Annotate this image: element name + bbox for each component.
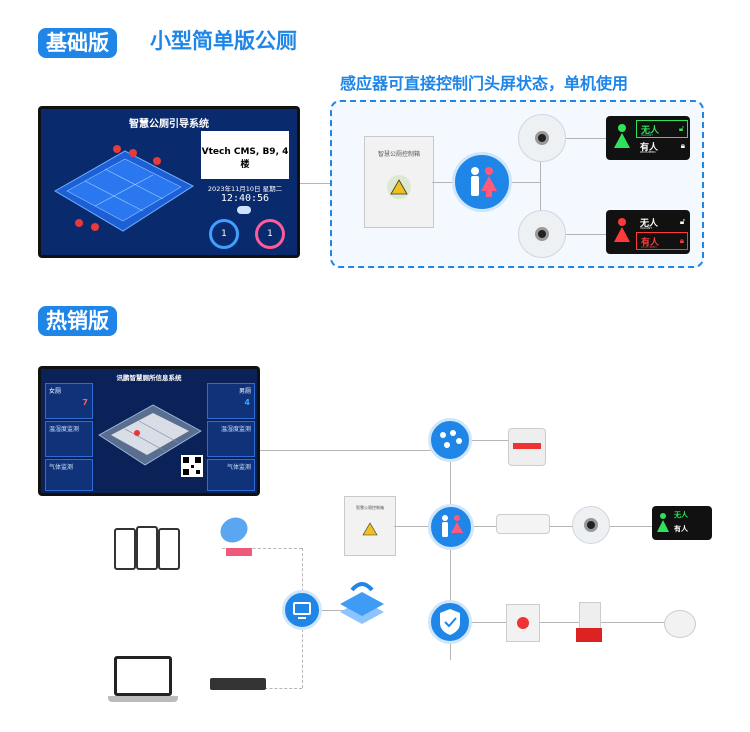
info-card: Vtech CMS, B9, 4楼 (201, 131, 289, 179)
sensor-top (518, 114, 566, 162)
info-screen-title: 讯鹏智慧厕所信息系统 (116, 374, 182, 382)
cloud-icon (237, 206, 251, 214)
smoke-detector-icon (664, 610, 696, 638)
screen-time: 12:40:56 (220, 193, 270, 204)
emergency-button-icon (506, 604, 540, 642)
control-box-label: 智慧公厕控制箱 (377, 151, 420, 158)
door-vacant-label: 无人 (641, 126, 660, 136)
male-count: 4 (244, 398, 250, 407)
monitor-icon (282, 590, 322, 630)
guide-screen-title: 智慧公厕引导系统 (129, 119, 209, 130)
section2-tag: 热销版 (38, 306, 117, 336)
sensor-network-icon (428, 418, 472, 462)
qr-code-icon (181, 455, 203, 477)
cloud-platform-icon (338, 580, 386, 634)
lock-icon: 🔒︎ (679, 236, 684, 245)
laptop-icon (108, 656, 178, 708)
gas-sensor-icon (508, 428, 546, 466)
shield-icon (428, 600, 472, 644)
male-label: 男厕 (238, 388, 251, 395)
guide-screen: 智慧公厕引导系统 Vtech CMS, B9, 4楼 2023年11月10日 星… (38, 106, 300, 258)
lock-icon: 🔒︎ (680, 141, 685, 150)
warning-icon (362, 522, 378, 536)
restroom-3d-icon (98, 404, 202, 466)
section1-title: 小型简单版公厕 (150, 29, 297, 53)
info-card-text: Vtech CMS, B9, 4楼 (201, 147, 289, 170)
female-label: 女厕 (49, 388, 62, 395)
restroom-icon (452, 152, 512, 212)
control-box-2-label: 智慧公厕控制箱 (356, 505, 384, 510)
floor-plan-icon (54, 145, 194, 232)
female-count: 7 (82, 398, 88, 407)
network-switch-icon (210, 678, 266, 690)
sensor-mid (572, 506, 610, 544)
lock-open-icon: 🔓︎ (679, 217, 685, 226)
lock-open-icon: 🔓︎ (678, 124, 684, 133)
female-icon (614, 124, 630, 148)
warning-icon (390, 179, 408, 195)
sensor-bottom (518, 210, 566, 258)
gauge-right: 1 (255, 219, 285, 249)
control-box-2: 智慧公厕控制箱 (344, 496, 396, 556)
gauge-left: 1 (209, 219, 239, 249)
info-screen: 讯鹏智慧厕所信息系统 女厕 7 温湿度监测 气体监测 男厕 4 温湿度监测 气体… (38, 366, 260, 496)
female-icon (614, 218, 630, 242)
restroom-icon-2 (428, 504, 474, 550)
door-sign-bottom: 无人 VACANT 🔓︎ 有人 OCCUPIED 🔒︎ (606, 210, 690, 254)
door-sign-top: 无人 VACANT 🔓︎ 有人 OCCUPIED 🔒︎ (606, 116, 690, 160)
female-icon (657, 513, 669, 532)
section1-tag: 基础版 (38, 28, 117, 58)
mobile-app-icon (112, 526, 180, 570)
satellite-dish-icon (214, 510, 258, 566)
section1-subtitle: 感应器可直接控制门头屏状态，单机使用 (340, 74, 629, 93)
door-sign-hot: 无人 有人 (652, 506, 712, 540)
alarm-light-icon (576, 602, 602, 642)
people-counter-icon (496, 514, 550, 534)
screen-date: 2023年11月10日 星期二 (207, 185, 283, 193)
control-box: 智慧公厕控制箱 (364, 136, 434, 228)
door-occupied-label: 有人 (640, 143, 659, 153)
